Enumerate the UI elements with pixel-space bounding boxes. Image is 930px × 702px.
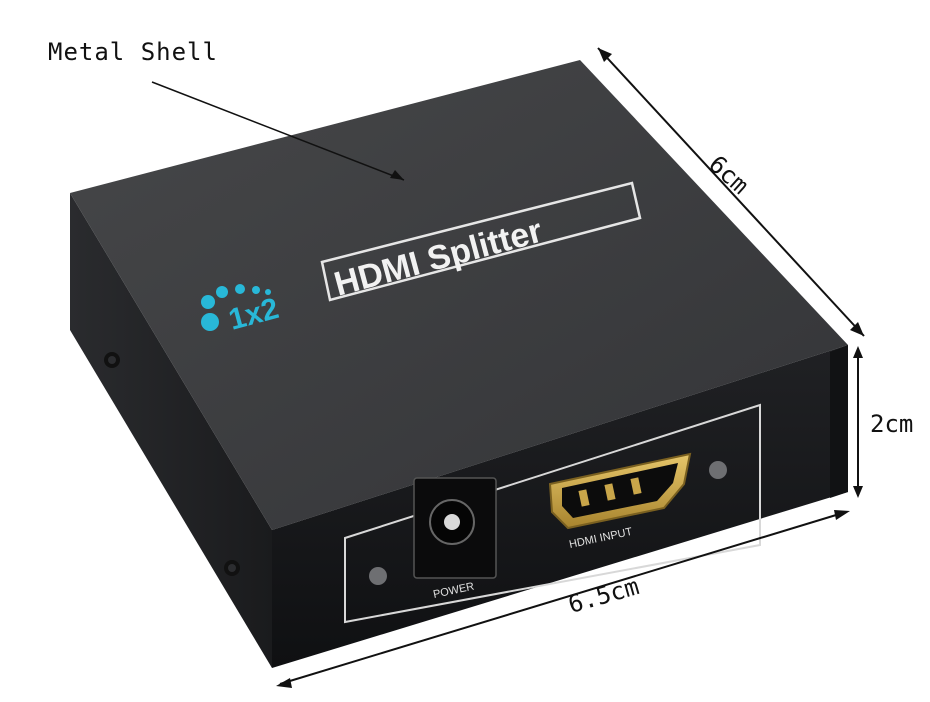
shell-top	[70, 60, 848, 530]
front-panel-frame	[344, 403, 761, 624]
product-name-frame	[320, 181, 642, 302]
screw-icon	[224, 560, 240, 576]
depth-dimension-arrow	[597, 47, 865, 337]
hdmi-port-icon	[548, 452, 692, 530]
power-led-icon	[369, 567, 387, 585]
metal-shell-label: Metal Shell	[48, 38, 218, 66]
width-dimension-arrow	[276, 510, 850, 688]
shell-pointer-line	[151, 81, 405, 181]
power-port	[413, 477, 497, 579]
height-dimension-arrow	[853, 346, 863, 498]
height-label: 2cm	[870, 410, 914, 438]
shell-left-side	[70, 193, 272, 668]
status-led-icon	[709, 461, 727, 479]
screw-icon	[104, 352, 120, 368]
brand-dots-icon	[201, 284, 271, 331]
